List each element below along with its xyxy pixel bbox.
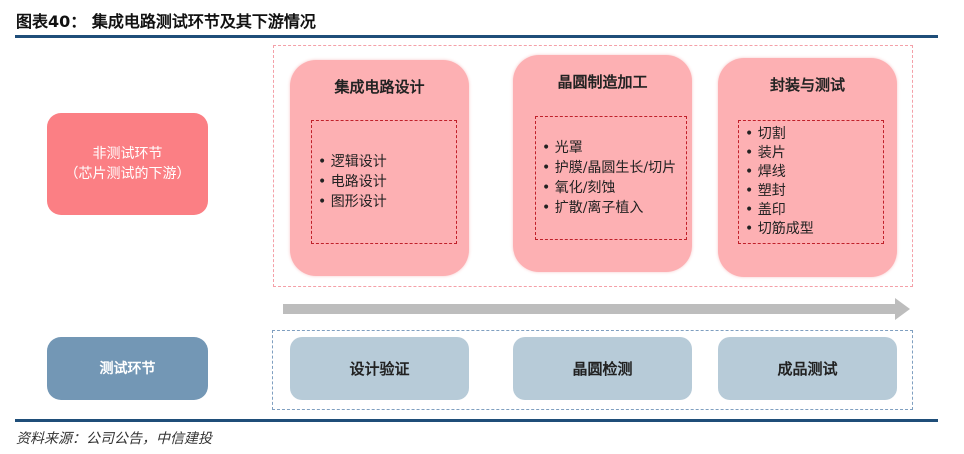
stage-title: 晶圆制造加工 (557, 73, 648, 91)
stage-item: 塑封 (745, 182, 883, 201)
stage-item: 切筋成型 (745, 220, 883, 239)
non-test-stage-box: 非测试环节 （芯片测试的下游） (47, 113, 208, 215)
non-test-sublabel: （芯片测试的下游） (64, 166, 191, 182)
stage-card-ic-design: 集成电路设计 逻辑设计 电路设计 图形设计 (290, 60, 469, 276)
source-note: 资料来源：公司公告，中信建投 (16, 431, 212, 447)
bottom-rule (15, 419, 938, 422)
test-design-verification: 设计验证 (290, 337, 469, 400)
stage-item: 装片 (745, 144, 883, 163)
non-test-container (273, 45, 913, 287)
figure-title: 图表40： 集成电路测试环节及其下游情况 (16, 12, 316, 31)
test-wafer-probe: 晶圆检测 (513, 337, 692, 400)
stage-items: 逻辑设计 电路设计 图形设计 (311, 120, 457, 244)
stage-item: 图形设计 (318, 192, 456, 212)
stage-items: 光罩 护膜/晶圆生长/切片 氧化/刻蚀 扩散/离子植入 (535, 116, 687, 240)
stage-item: 焊线 (745, 163, 883, 182)
stage-item: 扩散/离子植入 (542, 198, 682, 218)
stage-items: 切割 装片 焊线 塑封 盖印 切筋成型 (738, 120, 884, 244)
stage-item: 光罩 (542, 138, 682, 158)
stage-item: 切割 (745, 125, 883, 144)
stage-item: 氧化/刻蚀 (542, 178, 682, 198)
stage-title: 封装与测试 (769, 76, 845, 94)
stage-card-packaging: 封装与测试 切割 装片 焊线 塑封 盖印 切筋成型 (718, 58, 897, 277)
flow-arrow-icon (283, 298, 910, 320)
non-test-label: 非测试环节 (92, 146, 163, 162)
stage-item: 盖印 (745, 201, 883, 220)
stage-item: 逻辑设计 (318, 152, 456, 172)
top-rule (15, 35, 938, 38)
stage-item: 电路设计 (318, 172, 456, 192)
stage-title: 集成电路设计 (334, 78, 425, 96)
stage-card-wafer-fab: 晶圆制造加工 光罩 护膜/晶圆生长/切片 氧化/刻蚀 扩散/离子植入 (513, 55, 692, 272)
test-container (272, 330, 913, 410)
test-stage-box: 测试环节 (47, 337, 208, 400)
stage-item: 护膜/晶圆生长/切片 (542, 158, 682, 178)
test-final-test: 成品测试 (718, 337, 897, 400)
